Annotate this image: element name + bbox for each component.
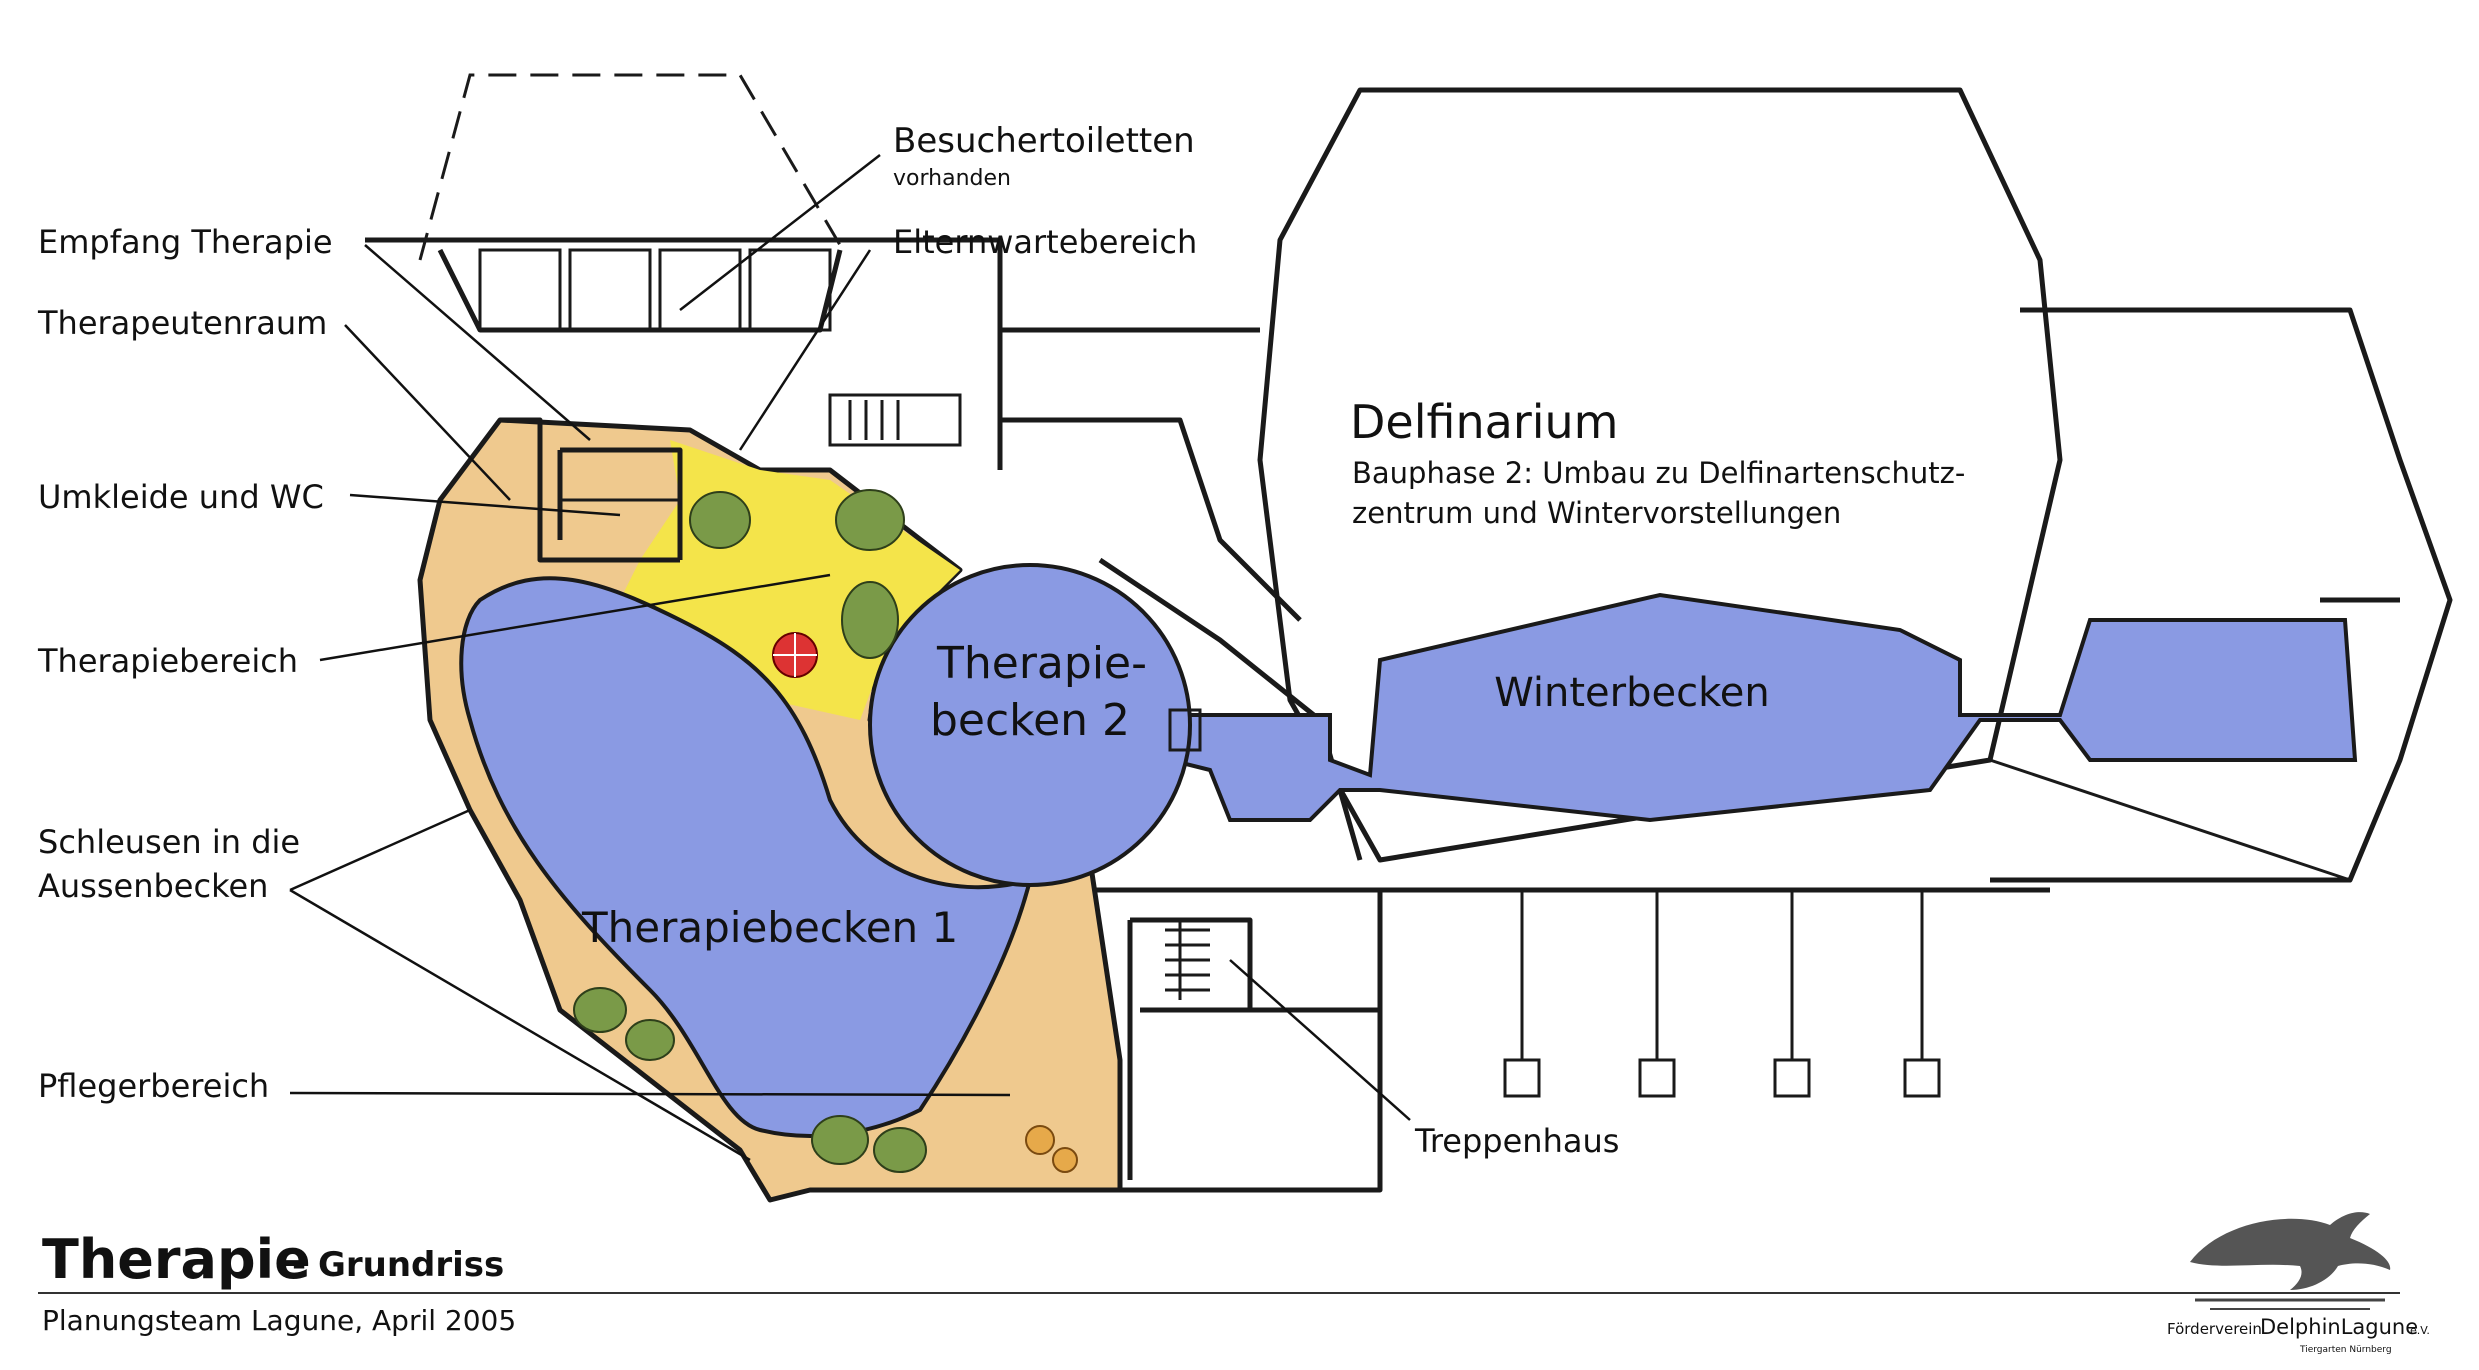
connector-steps (1168, 708, 1202, 752)
label-therapiebecken-1: Therapiebecken 1 (581, 903, 958, 952)
therapiebecken-1-pool (459, 576, 1033, 1138)
therapiebecken-2-pool (868, 563, 1192, 887)
logo-location: Tiergarten Nürnberg (2299, 1345, 2392, 1355)
label-umkleide-und-wc: Umkleide und WC (38, 478, 324, 516)
label-vorhanden: vorhanden (893, 166, 1011, 191)
leader-lines (289, 154, 1411, 1162)
logo-suffix: e.V. (2410, 1324, 2430, 1337)
dolphin-logo-icon (2190, 1212, 2391, 1310)
delfinarium-walls (997, 87, 2453, 1098)
delfinarium-line2: zentrum und Wintervorstellungen (1352, 496, 1841, 530)
vegetation (573, 489, 1078, 1173)
footer-credit: Planungsteam Lagune, April 2005 (42, 1304, 516, 1337)
label-winterbecken: Winterbecken (1494, 670, 1770, 716)
delfinarium-line1: Bauphase 2: Umbau zu Delfinartenschutz- (1352, 456, 1965, 490)
label-besuchertoiletten: Besuchertoiletten (893, 121, 1195, 161)
therapy-rooms (500, 417, 683, 563)
label-schleusen-1: Schleusen in die (38, 823, 300, 861)
footer-subtitle: - Grundriss (292, 1245, 504, 1285)
label-treppenhaus: Treppenhaus (1414, 1122, 1619, 1160)
logo-brand: DelphinLagune (2260, 1315, 2418, 1339)
label-empfang-therapie: Empfang Therapie (38, 223, 333, 261)
visitor-toilets (365, 73, 1003, 470)
label-elternwartebereich: Elternwartebereich (893, 223, 1197, 261)
delfinarium-title: Delfinarium (1350, 395, 1618, 449)
label-therapiebecken-2-line1: Therapie- (936, 638, 1147, 689)
label-therapeutenraum: Therapeutenraum (37, 304, 327, 342)
label-pflegerbereich: Pflegerbereich (38, 1067, 269, 1105)
label-schleusen-2: Aussenbecken (38, 867, 268, 905)
label-therapiebereich: Therapiebereich (37, 642, 298, 680)
umbrella-icon (772, 632, 818, 678)
footer-title: Therapie (42, 1228, 311, 1291)
service-rooms (1080, 887, 1383, 1193)
winterbecken-pool (1168, 592, 2358, 823)
label-therapiebecken-2-line2: becken 2 (930, 695, 1130, 746)
logo-prefix: Förderverein (2167, 1320, 2262, 1338)
